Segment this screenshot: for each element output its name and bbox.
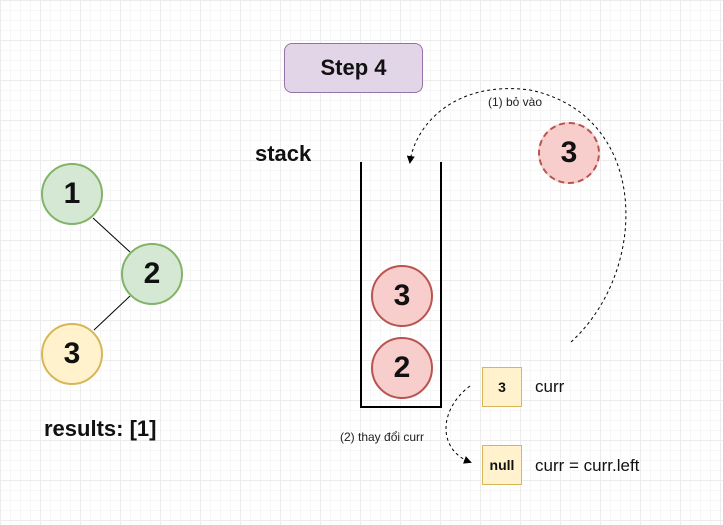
incoming-node: 3	[538, 122, 600, 184]
tree-edge-1-2	[92, 217, 131, 253]
tree-node-3: 3	[41, 323, 103, 385]
stack-label: stack	[255, 141, 312, 166]
stack-container	[360, 162, 442, 408]
tree-edge-2-3	[93, 295, 131, 331]
change-curr-annotation: (2) thay đổi curr	[340, 430, 425, 444]
stack-item-top: 3	[371, 265, 433, 327]
tree-node-2: 2	[121, 243, 183, 305]
change-curr-arrow	[445, 385, 472, 464]
step-title: Step 4	[284, 43, 423, 93]
push-arrow	[406, 88, 627, 343]
tree-node-1: 1	[41, 163, 103, 225]
curr-value-box: 3	[482, 367, 522, 407]
curr-left-value-box: null	[482, 445, 522, 485]
push-annotation: (1) bỏ vào	[488, 95, 543, 109]
stack-item-bottom: 2	[371, 337, 433, 399]
curr-left-label: curr = curr.left	[535, 456, 640, 475]
curr-label: curr	[535, 377, 565, 396]
results-label: results: [1]	[44, 416, 157, 441]
